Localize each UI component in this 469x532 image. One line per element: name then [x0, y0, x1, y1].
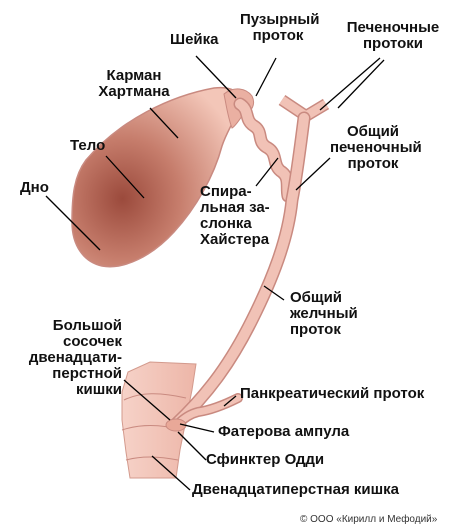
duodenum-shape	[121, 361, 197, 479]
label-heister-valve: Спира- льная за- слонка Хайстера	[200, 183, 270, 248]
label-pancreatic-duct: Панкреатический проток	[240, 385, 425, 402]
leader-hepatic-left	[319, 57, 381, 111]
leader-heister	[255, 157, 279, 187]
label-neck: Шейка	[170, 31, 219, 48]
leader-papilla	[123, 379, 171, 421]
leader-neck	[195, 55, 237, 99]
leader-hepatic-right	[337, 59, 385, 109]
label-oddi-sphincter: Сфинктер Одди	[206, 451, 325, 468]
label-fundus: Дно	[20, 179, 49, 196]
leader-duodenum	[151, 455, 191, 491]
label-common-bile-duct: Общий желчный проток	[290, 289, 358, 338]
duodenum-fold	[125, 456, 179, 461]
copyright-notice: © ООО «Кирилл и Мефодий»	[300, 514, 438, 525]
label-hepatic-ducts: Печеночные протоки	[346, 19, 440, 52]
leader-common-hepatic	[295, 157, 331, 191]
label-common-hepatic-duct: Общий печеночный проток	[330, 123, 422, 172]
leader-ampulla	[179, 423, 215, 433]
leader-fundus	[45, 195, 101, 251]
gallbladder-shape	[71, 86, 241, 268]
label-major-papilla: Большой сосочек двенадцати- перстной киш…	[28, 317, 122, 398]
duodenum-fold	[123, 393, 187, 401]
label-cystic-duct: Пузырный проток	[240, 11, 320, 44]
common-bile-duct-shape	[171, 113, 309, 429]
leader-oddi	[177, 431, 207, 461]
label-duodenum: Двенадцатиперстная кишка	[192, 481, 399, 498]
label-vater-ampulla: Фатерова ампула	[218, 423, 350, 440]
leader-hartmann	[149, 107, 179, 139]
label-hartmann-pouch: Карман Хартмана	[98, 67, 170, 100]
cystic-duct-shape	[235, 99, 293, 201]
leader-common-bile	[263, 285, 285, 301]
leader-pancreatic	[223, 395, 237, 407]
label-body: Тело	[70, 137, 106, 154]
leader-cystic-duct	[255, 57, 277, 97]
leader-body	[105, 155, 145, 199]
